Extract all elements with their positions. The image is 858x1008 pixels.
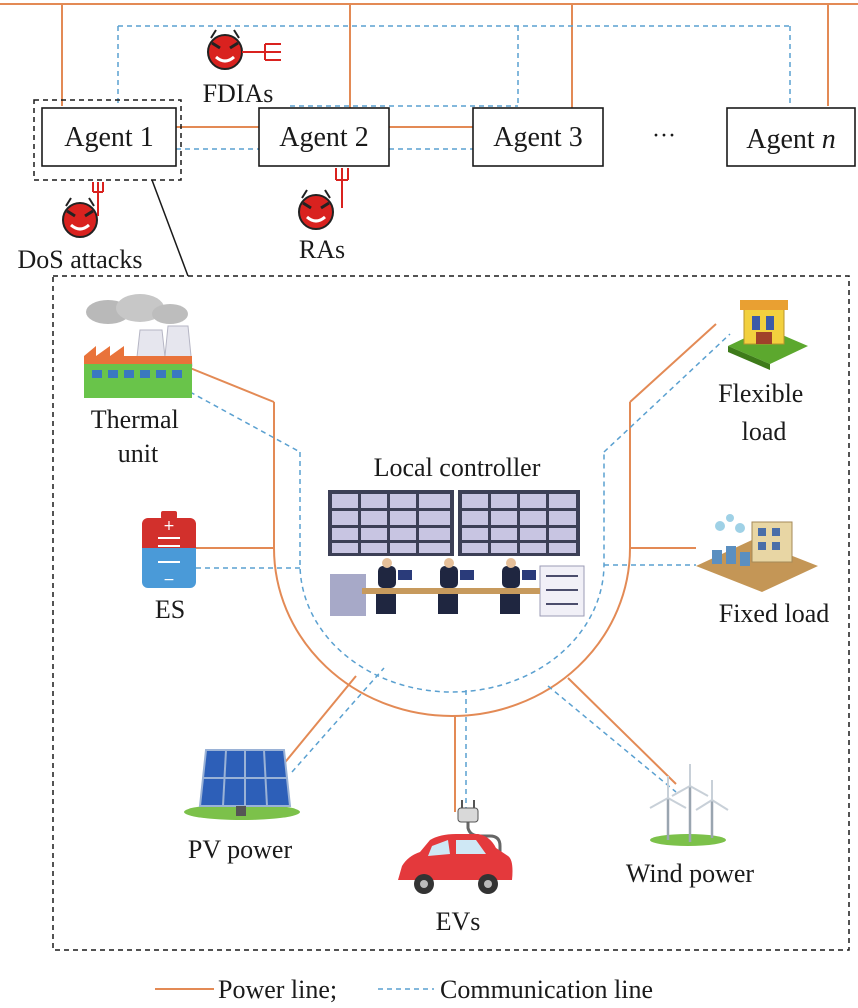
dos-attacker-icon: [62, 182, 104, 238]
dos-label: DoS attacks: [18, 245, 143, 274]
top-power-bus: [0, 3, 858, 108]
thermal-unit-label: Thermal unit: [91, 405, 186, 468]
agent-1[interactable]: Agent 1: [41, 107, 177, 167]
battery-icon: + −: [142, 511, 196, 588]
top-communication-bus: [117, 25, 791, 107]
svg-text:Agent 2: Agent 2: [279, 122, 368, 153]
local-area-box: [52, 275, 850, 951]
es-label: ES: [155, 595, 185, 624]
fixed-load-label: Fixed load: [719, 599, 830, 628]
agent-2[interactable]: Agent 2: [258, 107, 390, 167]
svg-text:Agent n: Agent n: [746, 124, 835, 155]
pv-power-label: PV power: [188, 835, 293, 864]
agent-links: [176, 126, 473, 150]
comm-branches: [189, 333, 731, 812]
power-branches: [189, 323, 717, 812]
fdia-attacker-icon: [207, 29, 281, 70]
fixed-load-icon: [696, 514, 818, 592]
agent-3[interactable]: Agent 3: [472, 107, 604, 167]
comm-u-bus: [299, 452, 605, 693]
svg-text:+: +: [163, 518, 175, 534]
thermal-unit-icon: [84, 294, 193, 398]
control-room-icon: [328, 490, 585, 617]
legend-power-label: Power line;: [218, 975, 337, 1004]
ra-label: RAs: [299, 235, 345, 264]
svg-text:Agent 1: Agent 1: [64, 122, 153, 153]
power-u-bus: [273, 402, 631, 717]
evs-label: EVs: [436, 907, 481, 936]
wind-turbine-icon: [649, 764, 729, 846]
agent-ellipsis: ···: [652, 123, 676, 149]
zoom-connector: [151, 179, 189, 277]
legend-comm-label: Communication line: [440, 975, 653, 1004]
agent-n[interactable]: Agent n: [726, 107, 856, 167]
flexible-load-label: Flexible load: [718, 379, 810, 446]
solar-panel-icon: [184, 749, 300, 820]
svg-text:−: −: [163, 572, 175, 588]
fdia-label: FDIAs: [203, 79, 274, 108]
local-controller-title: Local controller: [374, 453, 541, 482]
flexible-load-icon: [728, 300, 808, 370]
ev-icon: [398, 800, 513, 894]
legend: Power line; Communication line: [155, 975, 653, 1004]
agent-1-highlight: [33, 99, 182, 181]
ra-attacker-icon: [298, 168, 349, 230]
wind-power-label: Wind power: [626, 859, 755, 888]
svg-text:Agent 3: Agent 3: [493, 122, 582, 153]
